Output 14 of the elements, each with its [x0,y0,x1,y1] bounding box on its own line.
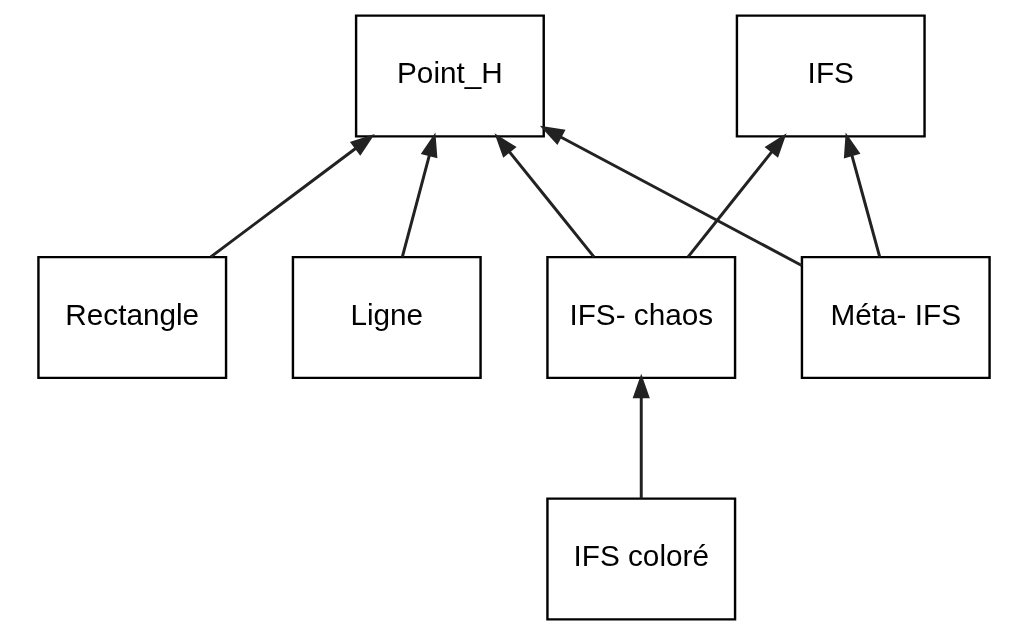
node-box: IFS [735,14,926,138]
node-box: Point_H [354,14,545,138]
arrow [632,373,650,499]
arrow [209,134,375,259]
arrow [539,125,803,267]
node-box: Ligne [291,255,482,380]
node-box: Méta- IFS [800,255,991,380]
arrow [686,133,787,258]
node-box: Rectangle [37,255,228,380]
arrow [843,132,882,258]
arrow [494,133,596,258]
arrow [400,132,438,258]
node-box: IFS- chaos [546,255,737,380]
node-box: IFS coloré [546,497,737,621]
